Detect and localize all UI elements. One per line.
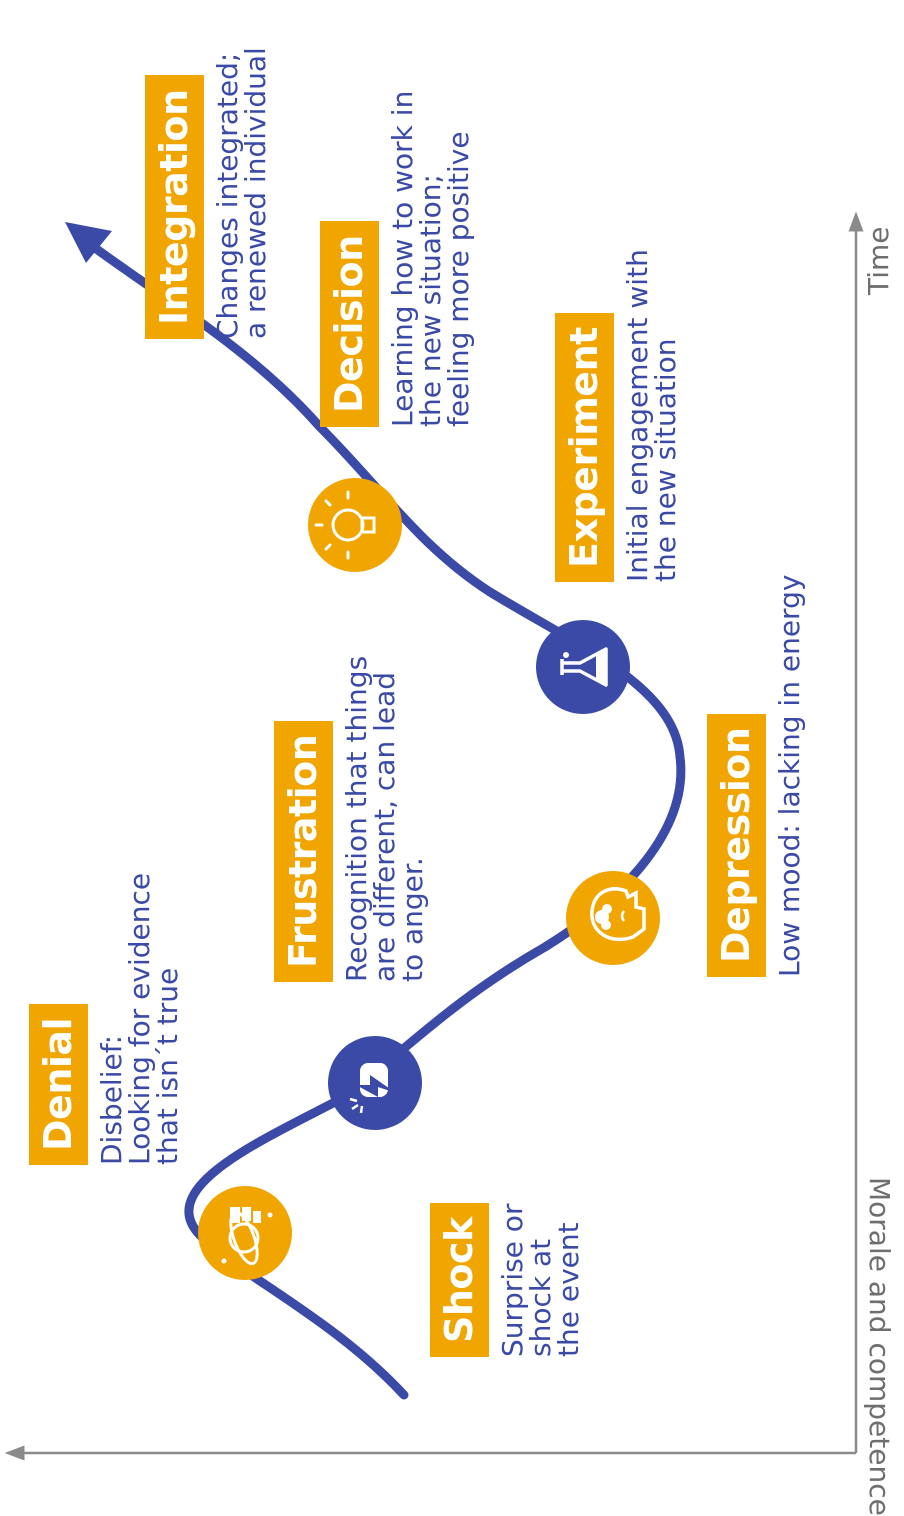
x-axis-label: Time: [862, 226, 895, 295]
stage-description: Learning how to work in the new situatio…: [386, 90, 475, 427]
planet-shock-icon: [198, 1186, 292, 1280]
stage-description: Changes integrated; a renewed individual: [211, 47, 272, 339]
stage-frustration: Frustration Recognition that things are …: [274, 655, 429, 982]
fist-lightning-icon: [328, 1036, 422, 1130]
stage-title: Experiment: [555, 313, 614, 582]
stage-title: Decision: [320, 221, 379, 427]
y-axis-label: Morale and competence: [863, 1177, 896, 1516]
sad-head-icon: [566, 871, 660, 965]
stage-description: Surprise or shock at the event: [496, 1203, 585, 1357]
stage-shock: Shock Surprise or shock at the event: [430, 1203, 585, 1357]
curve-arrowhead: [65, 222, 112, 263]
stage-decision: Decision Learning how to work in the new…: [320, 90, 475, 427]
lightbulb-icon: [308, 478, 402, 572]
stage-title: Denial: [29, 1003, 88, 1165]
stage-description: Disbelief: Looking for evidence that isn…: [95, 872, 184, 1165]
stage-title: Integration: [145, 75, 204, 339]
change-curve-diagram: Morale and competence Time Shock Surpris…: [4, 47, 896, 1516]
stage-title: Depression: [707, 713, 766, 977]
stage-title: Shock: [430, 1203, 489, 1357]
stage-description: Recognition that things are different, c…: [340, 655, 429, 982]
stage-integration: Integration Changes integrated; a renewe…: [145, 47, 272, 339]
stage-experiment: Experiment Initial engagement with the n…: [555, 249, 682, 582]
flask-icon: [536, 620, 630, 714]
stage-description: Low mood: lacking in energy: [773, 574, 806, 977]
diagram-graphics: [4, 211, 864, 1461]
change-curve: [75, 232, 686, 1400]
stage-description: Initial engagement with the new situatio…: [621, 249, 682, 582]
stage-denial: Denial Disbelief: Looking for evidence t…: [29, 872, 184, 1165]
stage-depression: Depression Low mood: lacking in energy: [707, 574, 806, 977]
stage-title: Frustration: [274, 720, 333, 982]
